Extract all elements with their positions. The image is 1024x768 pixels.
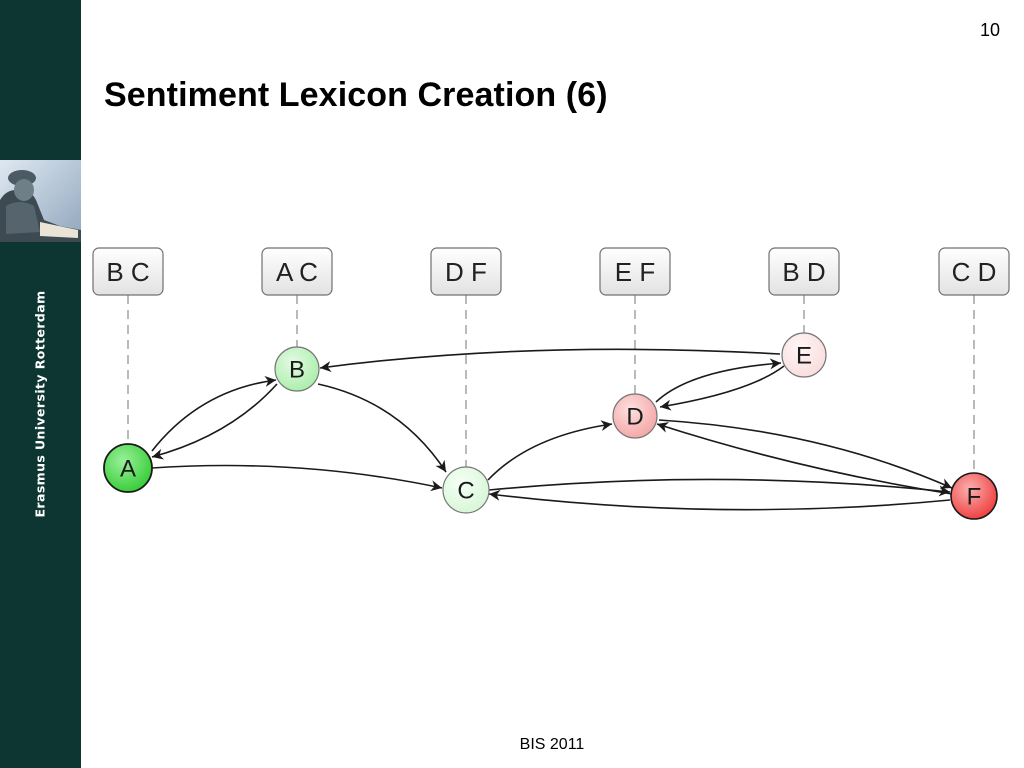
label-text: B C — [106, 257, 149, 287]
edge-a-to-c — [151, 464, 443, 492]
label-box-df: D F — [430, 247, 502, 296]
label-box-ac: A C — [261, 247, 333, 296]
label-box-bd: B D — [768, 247, 840, 296]
label-text: B D — [782, 257, 825, 287]
node-label: C — [457, 478, 474, 505]
nodes: A B C D E F — [103, 332, 998, 520]
label-boxes: B C A C D F E F B D C D — [92, 247, 1010, 296]
node-d: D — [612, 393, 658, 439]
slide-title: Sentiment Lexicon Creation (6) — [104, 76, 608, 114]
label-box-bc: B C — [92, 247, 164, 296]
node-a: A — [103, 443, 153, 493]
footer-text: BIS 2011 — [519, 736, 585, 753]
edge-b-to-c — [317, 383, 447, 473]
guide-lines — [127, 295, 975, 473]
erasmus-portrait-image — [0, 160, 81, 242]
edge-f-to-c — [488, 489, 951, 511]
edge-b-to-a — [151, 383, 278, 460]
node-c: C — [442, 466, 490, 514]
node-label: F — [967, 484, 982, 511]
edge-f-to-d — [656, 422, 953, 495]
edge-c-to-d — [487, 420, 613, 481]
label-text: A C — [276, 257, 318, 287]
label-text: C D — [952, 257, 997, 287]
label-box-ef: E F — [599, 247, 671, 296]
label-text: E F — [615, 257, 655, 287]
node-b: B — [274, 346, 320, 392]
edges — [151, 348, 953, 511]
node-label: E — [796, 343, 812, 370]
edge-e-to-b — [319, 348, 781, 372]
sidebar: Erasmus University Rotterdam — [0, 0, 81, 768]
edge-a-to-b — [151, 375, 277, 452]
edge-c-to-f — [488, 478, 951, 497]
node-e: E — [781, 332, 827, 378]
edge-e-to-d — [659, 365, 785, 411]
node-label: A — [120, 456, 136, 483]
label-text: D F — [445, 257, 487, 287]
edge-d-to-e — [655, 358, 782, 403]
node-label: B — [289, 357, 305, 384]
node-label: D — [626, 404, 643, 431]
node-f: F — [950, 472, 998, 520]
label-box-cd: C D — [938, 247, 1010, 296]
page-number: 10 — [979, 20, 1000, 40]
edge-d-to-f — [658, 419, 953, 489]
